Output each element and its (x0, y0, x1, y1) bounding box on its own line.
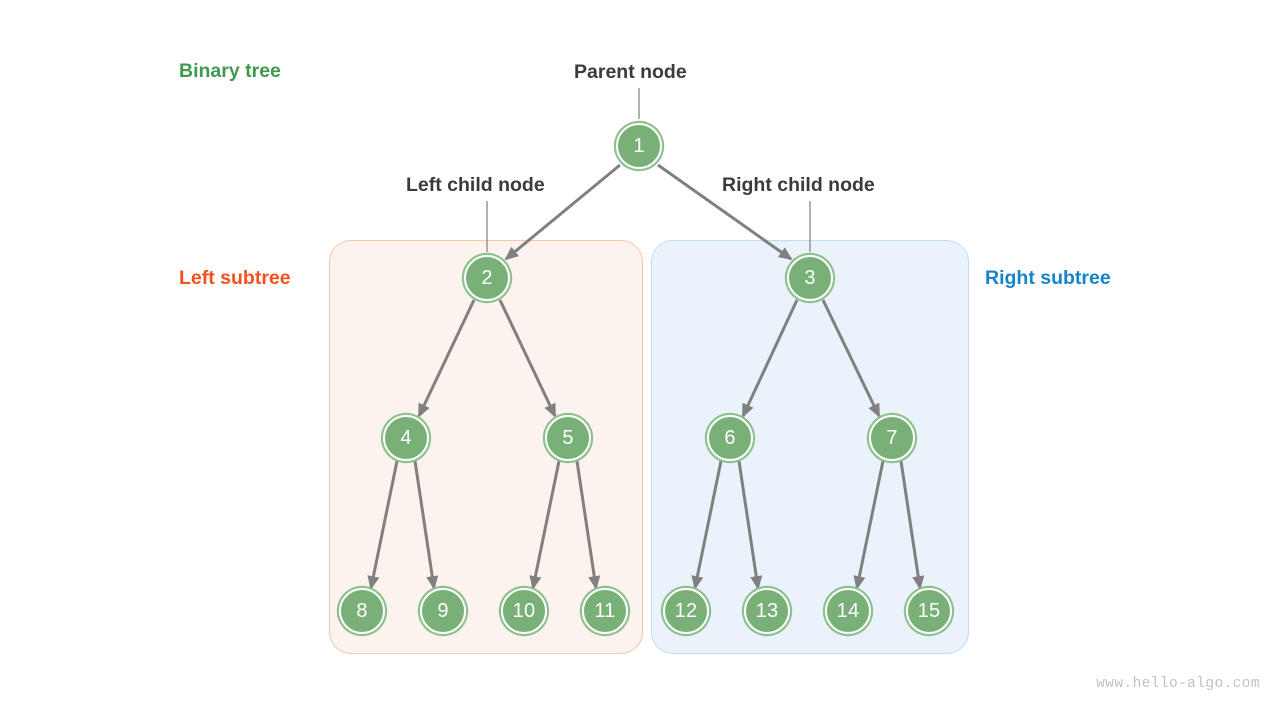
annotation-pointer-group (486, 88, 811, 252)
watermark: www.hello-algo.com (1096, 676, 1260, 692)
label-parent-node: Parent node (574, 61, 687, 83)
tree-node-1[interactable]: 1 (616, 123, 662, 169)
tree-node-8[interactable]: 8 (339, 588, 385, 634)
tree-node-13[interactable]: 13 (744, 588, 790, 634)
tree-node-12[interactable]: 12 (663, 588, 709, 634)
tree-node-11[interactable]: 11 (582, 588, 628, 634)
label-left-subtree: Left subtree (179, 267, 291, 289)
label-right-child-node: Right child node (722, 174, 875, 196)
label-right-subtree: Right subtree (985, 267, 1111, 289)
tree-node-10[interactable]: 10 (501, 588, 547, 634)
tree-node-6[interactable]: 6 (707, 415, 753, 461)
tree-node-14[interactable]: 14 (825, 588, 871, 634)
tree-node-15[interactable]: 15 (906, 588, 952, 634)
tree-node-3[interactable]: 3 (787, 255, 833, 301)
tree-node-9[interactable]: 9 (420, 588, 466, 634)
label-left-child-node: Left child node (406, 174, 545, 196)
tree-node-7[interactable]: 7 (869, 415, 915, 461)
tree-node-4[interactable]: 4 (383, 415, 429, 461)
diagram-title: Binary tree (179, 60, 281, 82)
tree-node-2[interactable]: 2 (464, 255, 510, 301)
tree-node-5[interactable]: 5 (545, 415, 591, 461)
